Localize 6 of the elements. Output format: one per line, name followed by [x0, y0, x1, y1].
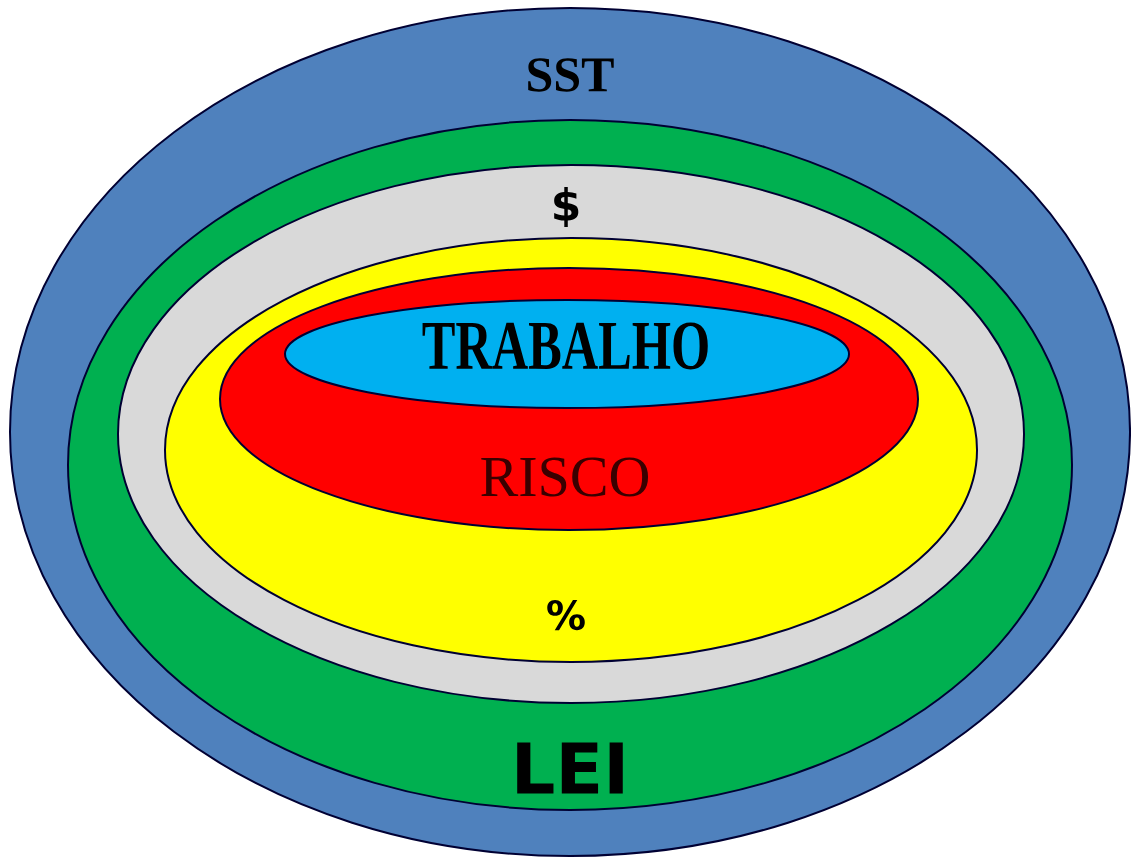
band-label: TRABALHO [422, 322, 708, 370]
band-label: $ [554, 187, 579, 227]
band-label: RISCO [481, 457, 649, 497]
band-label: % [547, 599, 585, 631]
band-label: LEI [517, 742, 623, 794]
band-label: SST [528, 58, 614, 92]
